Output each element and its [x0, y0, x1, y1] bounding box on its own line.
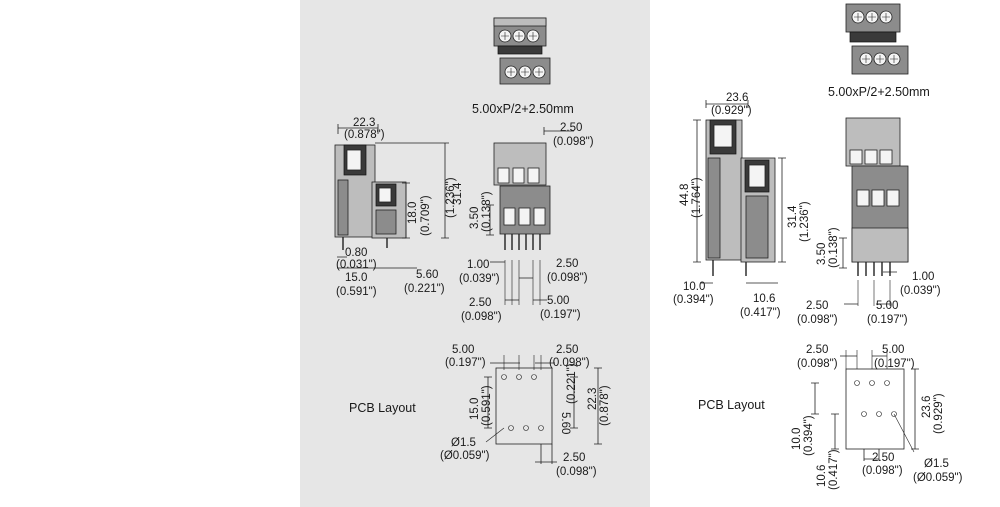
- left-perspective-view: [493, 17, 551, 85]
- left-drawing-panel: 5.00xP/2+2.50mm 22.3 (0.878") 31.4 (1.23…: [300, 0, 650, 507]
- right-front-left-h-in: (0.138"): [828, 227, 840, 268]
- right-pcb-top-right: 5.00: [882, 344, 904, 356]
- left-side-inner-in: (0.709"): [420, 195, 432, 236]
- right-pcb-top-left: 2.50: [806, 344, 828, 356]
- right-pcb-left2-in: (0.417"): [828, 449, 840, 490]
- left-side-base: 15.0: [345, 272, 367, 284]
- right-pcb-right-in: (0.929"): [933, 393, 945, 434]
- left-pcb-right-in: (0.878"): [599, 385, 611, 426]
- right-pcb-bottom-in: (0.098"): [862, 465, 903, 477]
- left-front-right-step-in: (0.098"): [547, 272, 588, 284]
- right-front-bot-right-in: (0.197"): [867, 314, 908, 326]
- left-pcb-hole-in: (Ø0.059"): [440, 450, 490, 462]
- left-front-bot-right-in: (0.197"): [540, 309, 581, 321]
- right-front-pin-w-in: (0.039"): [900, 285, 941, 297]
- right-side-width-in: (0.929"): [711, 105, 752, 117]
- left-side-offset: 5.60: [416, 269, 438, 281]
- right-pcb-hole: Ø1.5: [924, 458, 949, 470]
- right-side-height: 44.8: [679, 184, 691, 206]
- left-side-width-in: (0.878"): [344, 129, 385, 141]
- left-pcb-top-right-in: (0.098"): [549, 357, 590, 369]
- left-pcb-title: PCB Layout: [349, 401, 416, 415]
- right-side-base-left: 10.0: [683, 281, 705, 293]
- left-pcb-bottom-in: (0.098"): [556, 466, 597, 478]
- left-front-top-step-in: (0.098"): [553, 136, 594, 148]
- right-side-base-left-in: (0.394"): [673, 294, 714, 306]
- right-pcb-left-in: (0.394"): [803, 415, 815, 456]
- left-pcb-bottom: 2.50: [563, 452, 585, 464]
- right-front-left-h: 3.50: [816, 243, 828, 265]
- left-side-height: 31.4: [452, 182, 464, 205]
- right-pcb-view: [811, 350, 919, 461]
- right-drawing-panel: 5.00xP/2+2.50mm 23.6 (0.929") 44.8 (1.76…: [650, 0, 1000, 507]
- left-pcb-top-left-in: (0.197"): [445, 357, 486, 369]
- right-front-view: [839, 117, 909, 306]
- left-side-pin: 0.80: [345, 247, 367, 259]
- right-side-inner: 31.4: [787, 205, 799, 228]
- left-side-inner: 18.0: [407, 202, 419, 224]
- right-pcb-title: PCB Layout: [698, 398, 765, 412]
- right-technical-drawing: 5.00xP/2+2.50mm 23.6 (0.929") 44.8 (1.76…: [673, 3, 963, 490]
- right-side-inner-in: (1.236"): [799, 201, 811, 242]
- right-pcb-top-right-in: (0.197"): [874, 358, 915, 370]
- left-pcb-top-right: 2.50: [556, 344, 578, 356]
- left-front-right-step: 2.50: [556, 258, 578, 270]
- left-pitch-label: 5.00xP/2+2.50mm: [472, 102, 574, 116]
- left-front-pin-w: 1.00: [467, 259, 489, 271]
- left-pcb-left-in: (0.591"): [481, 385, 493, 426]
- right-side-height-in: (1.764"): [691, 177, 703, 218]
- left-pcb-right: 22.3: [587, 388, 599, 410]
- left-side-height-in: (1.236"): [445, 177, 457, 218]
- left-pcb-view: [484, 355, 602, 464]
- right-side-view: [693, 100, 786, 284]
- right-pitch-label: 5.00xP/2+2.50mm: [828, 85, 930, 99]
- left-pcb-mid: 5.60: [559, 412, 571, 434]
- left-front-pin-w-in: (0.039"): [459, 273, 500, 285]
- left-pcb-hole: Ø1.5: [451, 437, 476, 449]
- left-side-view: [334, 124, 449, 269]
- left-front-view: [486, 127, 574, 305]
- right-side-base-right: 10.6: [753, 293, 775, 305]
- left-front-bot-right: 5.00: [547, 295, 569, 307]
- right-pcb-top-left-in: (0.098"): [797, 358, 838, 370]
- right-perspective-view: [845, 3, 909, 75]
- right-pcb-bottom: 2.50: [872, 452, 894, 464]
- right-side-width: 23.6: [726, 92, 748, 104]
- left-side-base-in: (0.591"): [336, 286, 377, 298]
- left-side-pin-in: (0.031"): [336, 259, 377, 271]
- right-pcb-left: 10.0: [791, 428, 803, 450]
- right-pcb-left2: 10.6: [816, 465, 828, 487]
- right-front-bot-left-in: (0.098"): [797, 314, 838, 326]
- left-pcb-top-left: 5.00: [452, 344, 474, 356]
- left-front-left-h: 3.50: [469, 207, 481, 229]
- right-front-bot-right: 5.00: [876, 300, 898, 312]
- left-front-left-h-in: (0.138"): [481, 191, 493, 232]
- left-front-top-step: 2.50: [560, 122, 582, 134]
- left-pcb-mid-in: (0.221"): [566, 363, 578, 404]
- right-side-base-right-in: (0.417"): [740, 307, 781, 319]
- left-technical-drawing: 5.00xP/2+2.50mm 22.3 (0.878") 31.4 (1.23…: [334, 17, 611, 478]
- left-front-bot-left: 2.50: [469, 297, 491, 309]
- right-pcb-right: 23.6: [921, 396, 933, 418]
- left-side-width: 22.3: [353, 117, 375, 129]
- right-front-pin-w: 1.00: [912, 271, 934, 283]
- left-front-bot-left-in: (0.098"): [461, 311, 502, 323]
- right-front-bot-left: 2.50: [806, 300, 828, 312]
- left-side-offset-in: (0.221"): [404, 283, 445, 295]
- right-pcb-hole-in: (Ø0.059"): [913, 472, 963, 484]
- left-pcb-left: 15.0: [469, 398, 481, 420]
